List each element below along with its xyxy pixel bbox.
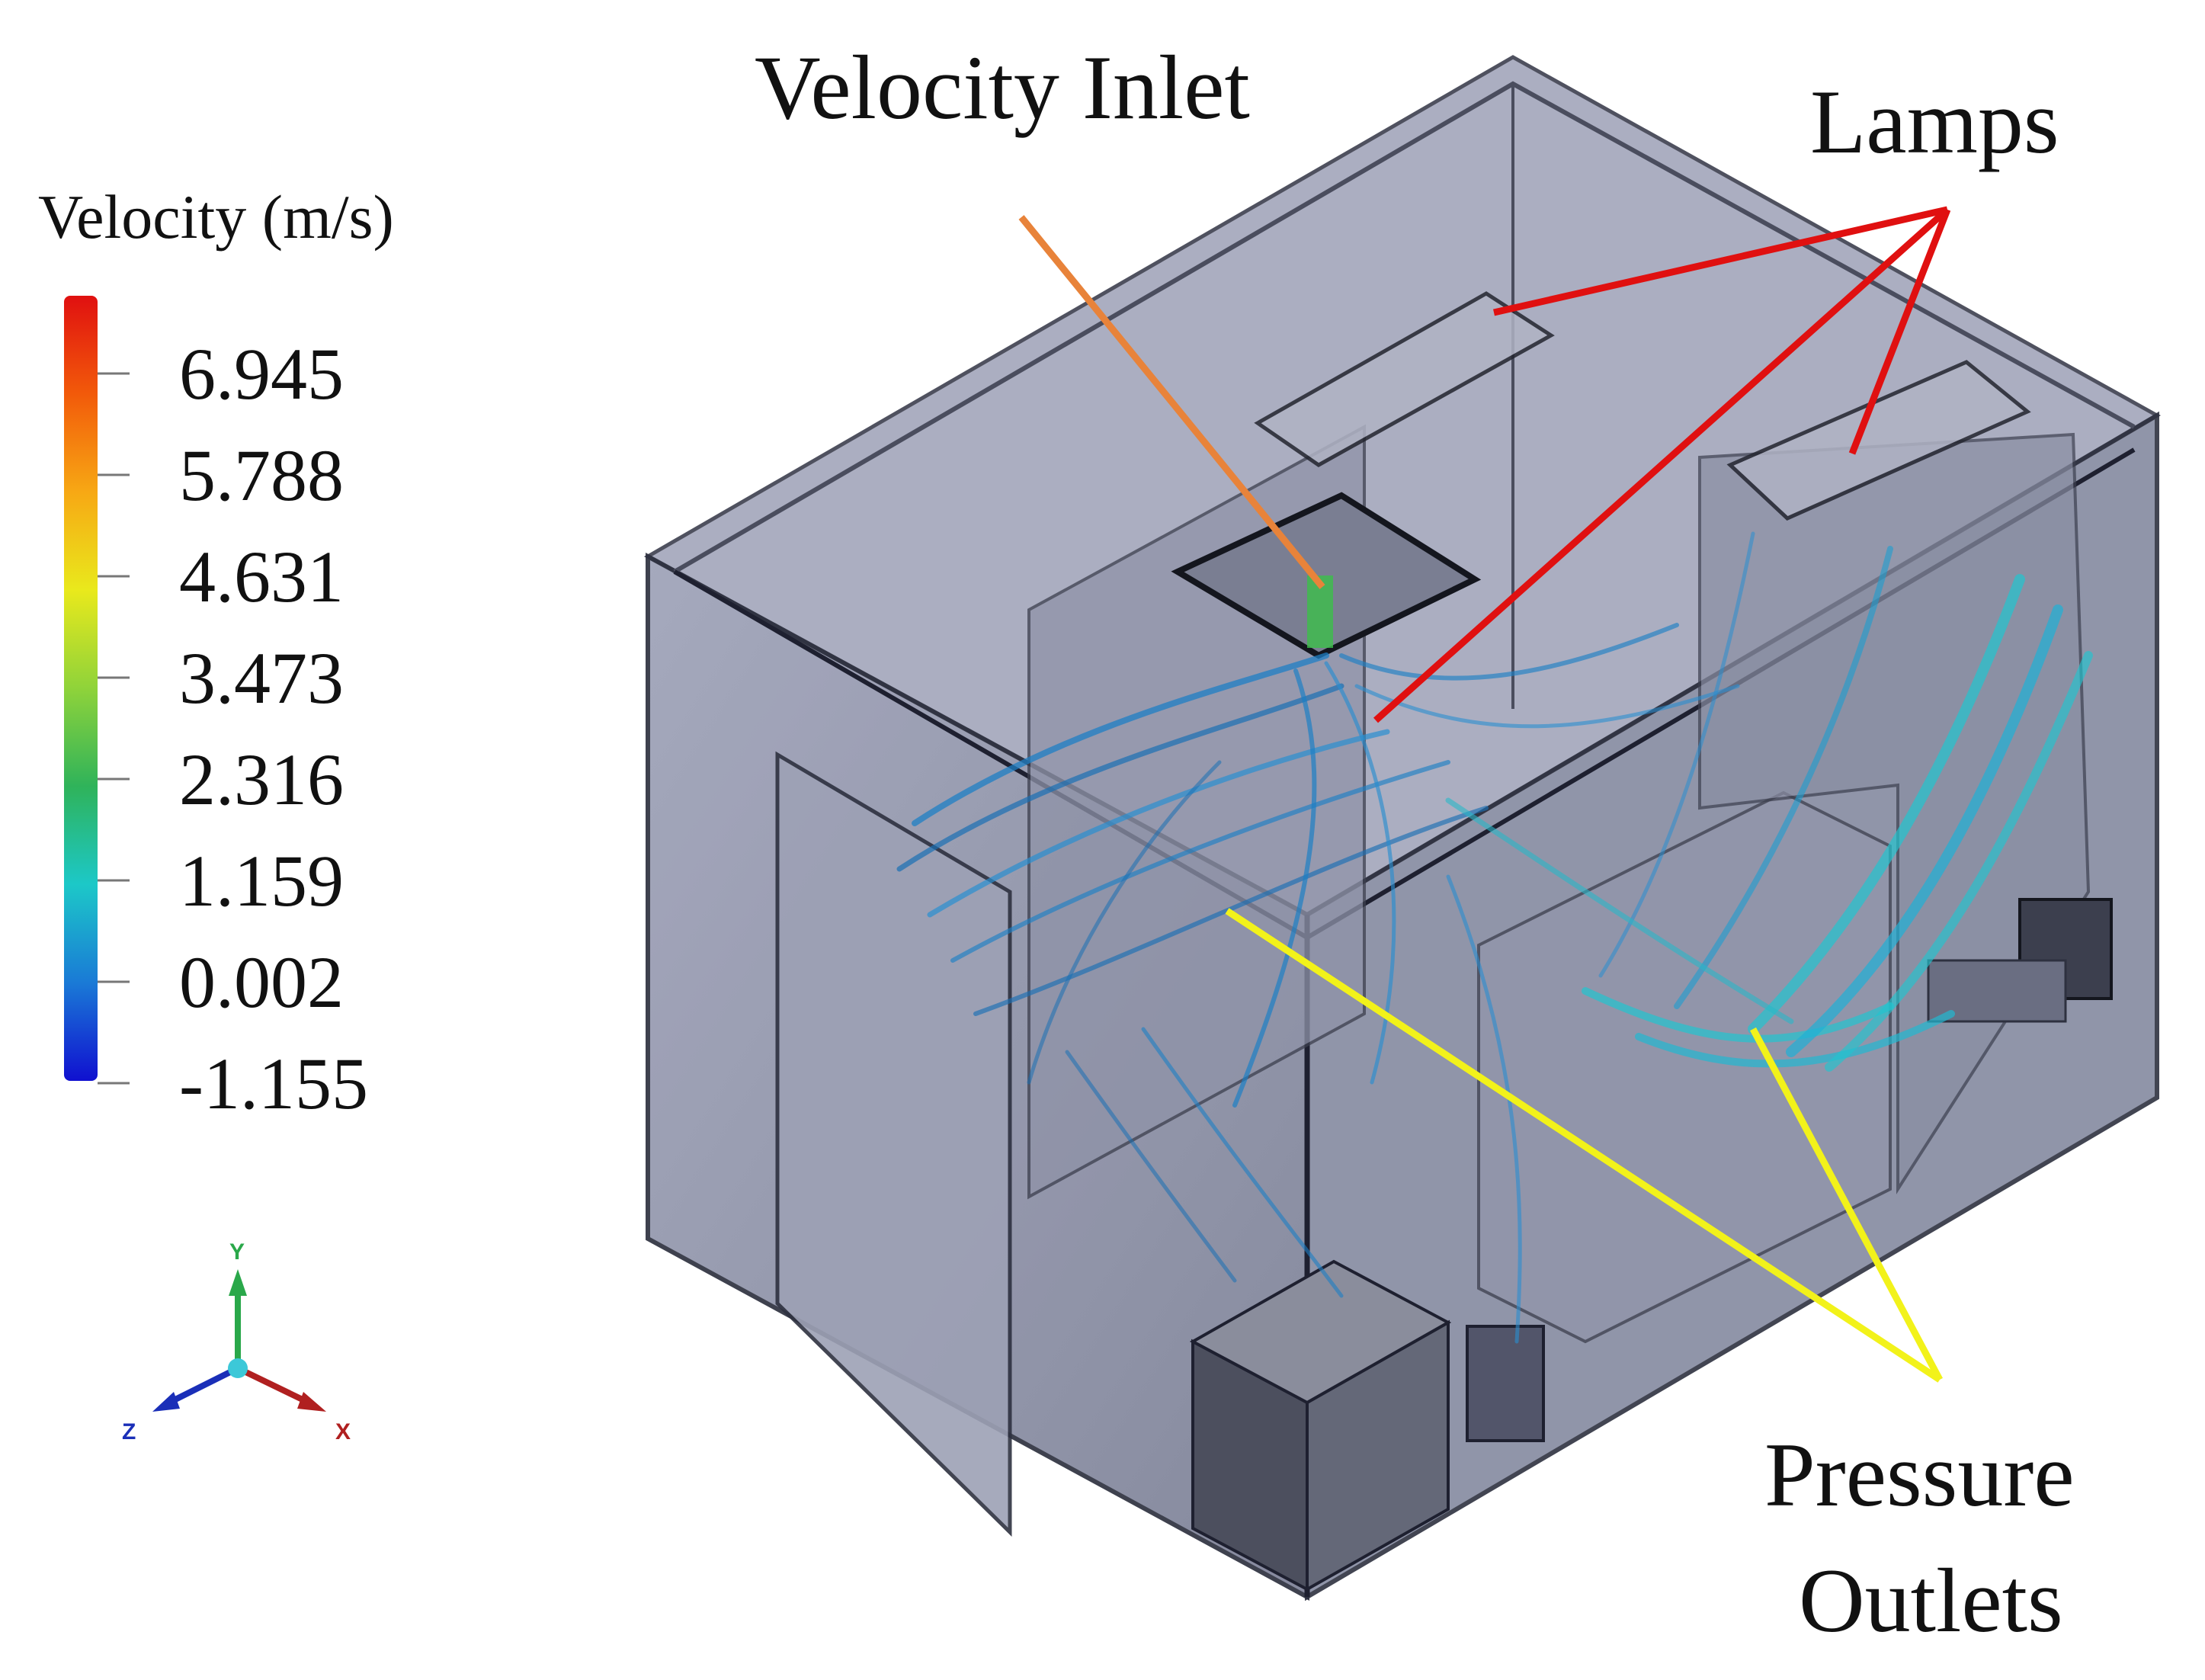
legend-tick-label: 0.002 bbox=[179, 941, 344, 1023]
streamline bbox=[1748, 574, 2025, 1034]
velocity-inlet-pointer bbox=[1018, 215, 1325, 589]
legend-tick-label: -1.155 bbox=[179, 1043, 368, 1124]
streamline bbox=[896, 683, 1344, 872]
velocity-inlet-label: Velocity Inlet bbox=[755, 37, 1250, 138]
streamline bbox=[1674, 546, 1893, 1009]
streamline bbox=[973, 806, 1489, 1016]
lamps-pointer bbox=[1373, 207, 1950, 723]
streamline bbox=[1445, 797, 1794, 1024]
lamp-2 bbox=[1726, 360, 2031, 521]
streamline bbox=[1446, 874, 1522, 1344]
triad-origin bbox=[228, 1358, 248, 1378]
axis-triad: Y Z X bbox=[122, 1239, 351, 1444]
legend-tick-label: 4.631 bbox=[179, 536, 344, 617]
x-axis-line bbox=[236, 1365, 310, 1406]
x-axis-label: X bbox=[335, 1419, 351, 1444]
streamline bbox=[1027, 760, 1222, 1085]
streamline bbox=[1141, 1027, 1344, 1298]
device-small bbox=[1466, 1325, 1545, 1442]
streamline bbox=[912, 652, 1329, 826]
doorway bbox=[775, 751, 1012, 1537]
velocity-legend: Velocity (m/s) 6.945 5.788 4.631 3.473 2.316… bbox=[38, 182, 394, 1124]
streamline bbox=[1339, 623, 1679, 681]
outlets-pointer bbox=[1225, 908, 1942, 1383]
z-axis-arrow bbox=[152, 1392, 180, 1412]
streamline bbox=[1825, 651, 2093, 1072]
lamps-pointer bbox=[1848, 208, 1951, 455]
streamline bbox=[1635, 1010, 1955, 1068]
legend-ticks: 6.945 5.788 4.631 3.473 2.316 1.159 0.002 -1.15… bbox=[98, 333, 368, 1124]
legend-tick-label: 6.945 bbox=[179, 333, 344, 415]
legend-tick-label: 1.159 bbox=[179, 840, 344, 922]
pressure-outlets-label-line1: Pressure bbox=[1764, 1424, 2075, 1525]
streamline bbox=[1786, 604, 2063, 1057]
cabinet-top bbox=[1189, 1259, 1452, 1405]
room-model bbox=[643, 55, 2162, 1601]
streamline bbox=[1582, 987, 1894, 1043]
streamline bbox=[950, 760, 1450, 963]
z-axis-line bbox=[168, 1365, 239, 1406]
streamline bbox=[1354, 684, 1740, 729]
streamline bbox=[1065, 1050, 1237, 1283]
legend-title: Velocity (m/s) bbox=[38, 182, 394, 252]
legend-tick-label: 5.788 bbox=[179, 434, 344, 516]
x-axis-arrow bbox=[297, 1392, 326, 1412]
legend-colorbar bbox=[64, 296, 98, 1081]
legend-tick-label: 3.473 bbox=[179, 637, 344, 719]
streamline bbox=[927, 729, 1390, 918]
z-axis-label: Z bbox=[122, 1419, 136, 1444]
y-axis-label: Y bbox=[229, 1239, 245, 1265]
lamps-label: Lamps bbox=[1810, 71, 2059, 172]
streamline bbox=[1232, 668, 1317, 1108]
pressure-outlets-label-line2: Outlets bbox=[1799, 1550, 2063, 1651]
lamps-pointer bbox=[1493, 206, 1948, 316]
y-axis-arrow bbox=[229, 1269, 247, 1296]
lamp-1 bbox=[1254, 291, 1555, 467]
outlets-pointer bbox=[1750, 1027, 1943, 1382]
streamlines bbox=[896, 531, 2093, 1344]
legend-tick-label: 2.316 bbox=[179, 739, 344, 820]
